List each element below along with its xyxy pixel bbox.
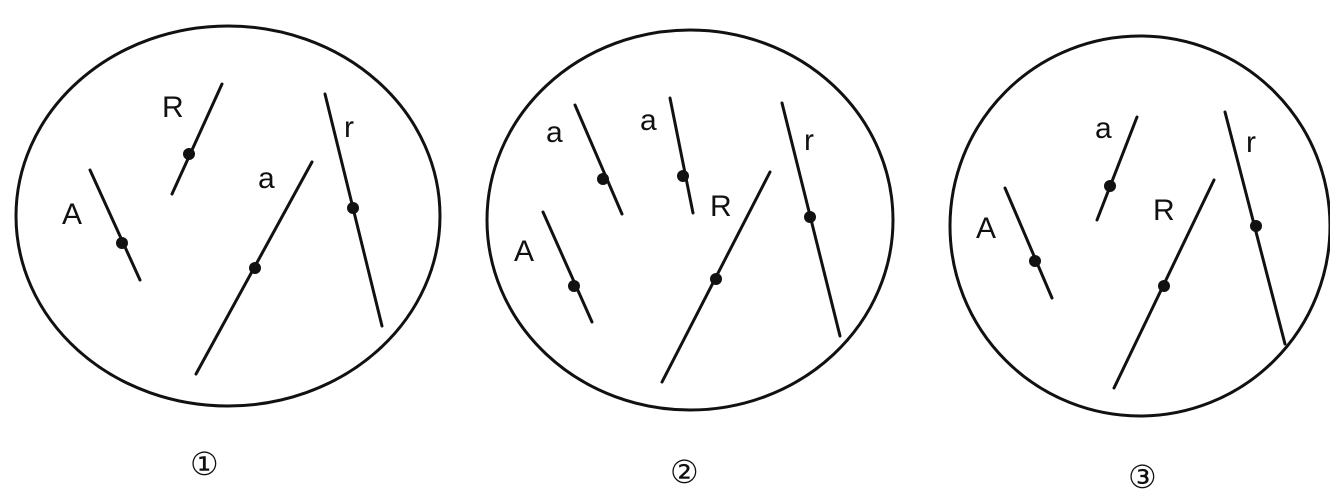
allele-label: R [162,91,184,124]
chromosome-a: a [546,105,622,214]
panel-label: ③ [1128,458,1157,494]
allele-label: a [1095,112,1112,145]
panel-label: ② [670,453,699,491]
chromosome-r: r [1225,112,1285,344]
allele-label: A [62,198,82,231]
allele-label: R [710,190,732,223]
cell-outline [950,36,1330,416]
cell-panel-3: a r A R ③ [950,36,1330,494]
chromosome-R: R [1114,180,1214,388]
chromosome-A: A [62,170,140,280]
allele-label: r [1246,126,1256,159]
chromosome-A: A [514,212,592,322]
allele-label: a [546,116,563,149]
chromosome-a: a [196,162,312,374]
chromosome-R: R [162,84,222,194]
allele-label: A [976,212,996,245]
chromosome-A: A [976,188,1052,298]
allele-label: A [514,235,534,268]
allele-label: r [804,124,814,157]
allele-label: a [258,162,275,195]
chromosome-R: R [662,172,770,382]
chromosome-r: r [782,103,840,336]
allele-label: a [640,104,657,137]
cell-panel-1: R A a r ① [16,26,440,483]
chromosome-a: a [640,98,693,213]
allele-label: R [1153,194,1175,227]
chromosome-a: a [1095,112,1137,220]
allele-label: r [344,111,354,144]
panel-label: ① [190,445,219,483]
cell-panel-2: a a r A R ② [487,30,893,491]
chromosome-r: r [325,94,382,326]
